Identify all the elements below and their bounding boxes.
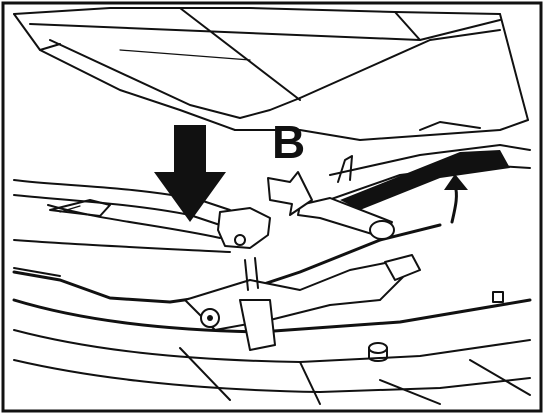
screw-head [492, 291, 504, 303]
bracket-plate [217, 207, 271, 249]
callout-b-label: B [272, 116, 305, 168]
linkage-mechanism [184, 254, 421, 351]
cable-guide-slot [340, 150, 510, 210]
bracket-hole [234, 234, 246, 246]
roof-panel [13, 7, 501, 131]
mounting-peg [368, 342, 388, 362]
rotate-arrow-icon [444, 174, 468, 224]
push-down-arrow-icon [154, 125, 226, 222]
slider-lever [297, 155, 395, 240]
slide-direction-arrow-icon [267, 171, 313, 216]
